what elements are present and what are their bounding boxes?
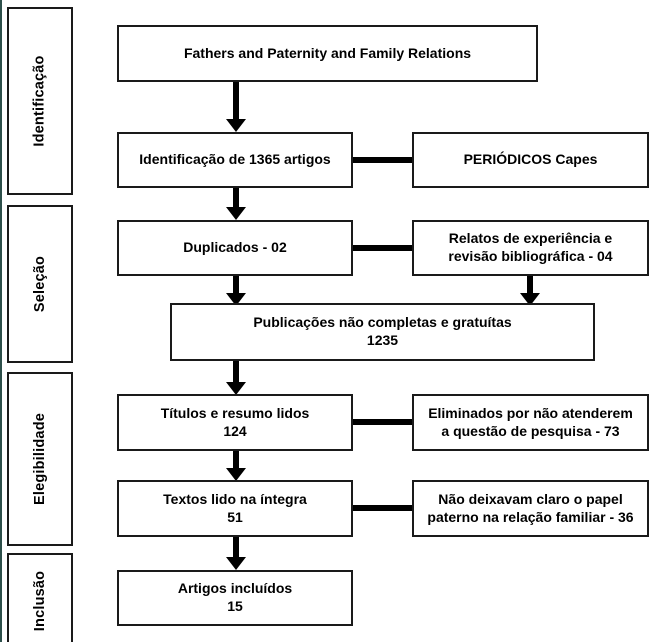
- node-not-complete-free-line2: 1235: [366, 332, 399, 348]
- arrow-fulltexts-to-included: [226, 537, 246, 570]
- stage-label-inclusao: Inclusão: [31, 570, 48, 632]
- arrow-notcomplete-to-titles: [226, 361, 246, 395]
- connector-duplicates-experience: [353, 245, 412, 251]
- node-experience-reports-line2: revisão bibliográfica - 04: [448, 248, 613, 264]
- node-database-line1: PERIÓDICOS Capes: [463, 151, 598, 168]
- stage-box-selecao: Seleção: [7, 205, 73, 363]
- stage-label-elegibilidade: Elegibilidade: [32, 412, 49, 506]
- stage-box-elegibilidade: Elegibilidade: [7, 372, 73, 546]
- node-search-terms: Fathers and Paternity and Family Relatio…: [117, 25, 538, 82]
- arrow-identified-to-duplicates: [226, 188, 246, 220]
- node-full-texts-line1: Textos lido na íntegra: [163, 490, 307, 507]
- connector-identified-database: [353, 157, 412, 163]
- node-experience-reports-line1: Relatos de experiência e: [448, 230, 613, 247]
- node-identified-line1: Identificação de 1365 artigos: [139, 151, 331, 168]
- node-excluded-unclear: Não deixavam claro o papel paterno na re…: [412, 480, 649, 537]
- node-included-line2: 15: [227, 598, 243, 614]
- node-not-complete-free-line1: Publicações não completas e gratuítas: [253, 314, 512, 331]
- stage-label-identificacao: Identificação: [32, 55, 48, 147]
- arrow-titles-to-fulltexts: [226, 451, 246, 481]
- node-excluded-unclear-line2: paterno na relação familiar - 36: [427, 508, 634, 525]
- node-included-line1: Artigos incluídos: [177, 580, 293, 597]
- node-included: Artigos incluídos 15: [117, 570, 353, 626]
- arrow-search-to-identified: [226, 82, 246, 132]
- node-full-texts: Textos lido na íntegra 51: [117, 480, 353, 537]
- node-titles-abstracts: Títulos e resumo lidos 124: [117, 394, 353, 451]
- left-edge-rule: [0, 0, 2, 642]
- node-excluded-unclear-line1: Não deixavam claro o papel: [438, 490, 623, 507]
- node-titles-abstracts-line2: 124: [223, 422, 247, 439]
- node-search-terms-line1: Fathers and Paternity and Family Relatio…: [183, 44, 472, 61]
- node-identified: Identificação de 1365 artigos: [117, 132, 353, 188]
- node-duplicates: Duplicados - 02: [117, 220, 353, 276]
- stage-box-inclusao: Inclusão: [7, 553, 73, 642]
- connector-fulltexts-excluded: [353, 505, 412, 511]
- node-duplicates-line1: Duplicados - 02: [183, 239, 287, 256]
- node-excluded-question: Eliminados por não atenderem a questão d…: [412, 394, 649, 451]
- connector-titles-excluded: [353, 419, 412, 425]
- stage-box-identificacao: Identificação: [7, 7, 73, 195]
- node-excluded-question-line2: a questão de pesquisa - 73: [441, 422, 620, 439]
- node-database: PERIÓDICOS Capes: [412, 132, 649, 188]
- stage-label-selecao: Seleção: [32, 255, 48, 313]
- node-excluded-question-line1: Eliminados por não atenderem: [428, 404, 633, 421]
- node-full-texts-line2: 51: [227, 508, 243, 525]
- arrow-experience-to-notcomplete: [520, 276, 540, 306]
- node-titles-abstracts-line1: Títulos e resumo lidos: [160, 404, 310, 421]
- arrow-duplicates-to-notcomplete: [226, 276, 246, 306]
- node-not-complete-free: Publicações não completas e gratuítas 12…: [170, 303, 595, 361]
- node-experience-reports: Relatos de experiência e revisão bibliog…: [412, 220, 649, 276]
